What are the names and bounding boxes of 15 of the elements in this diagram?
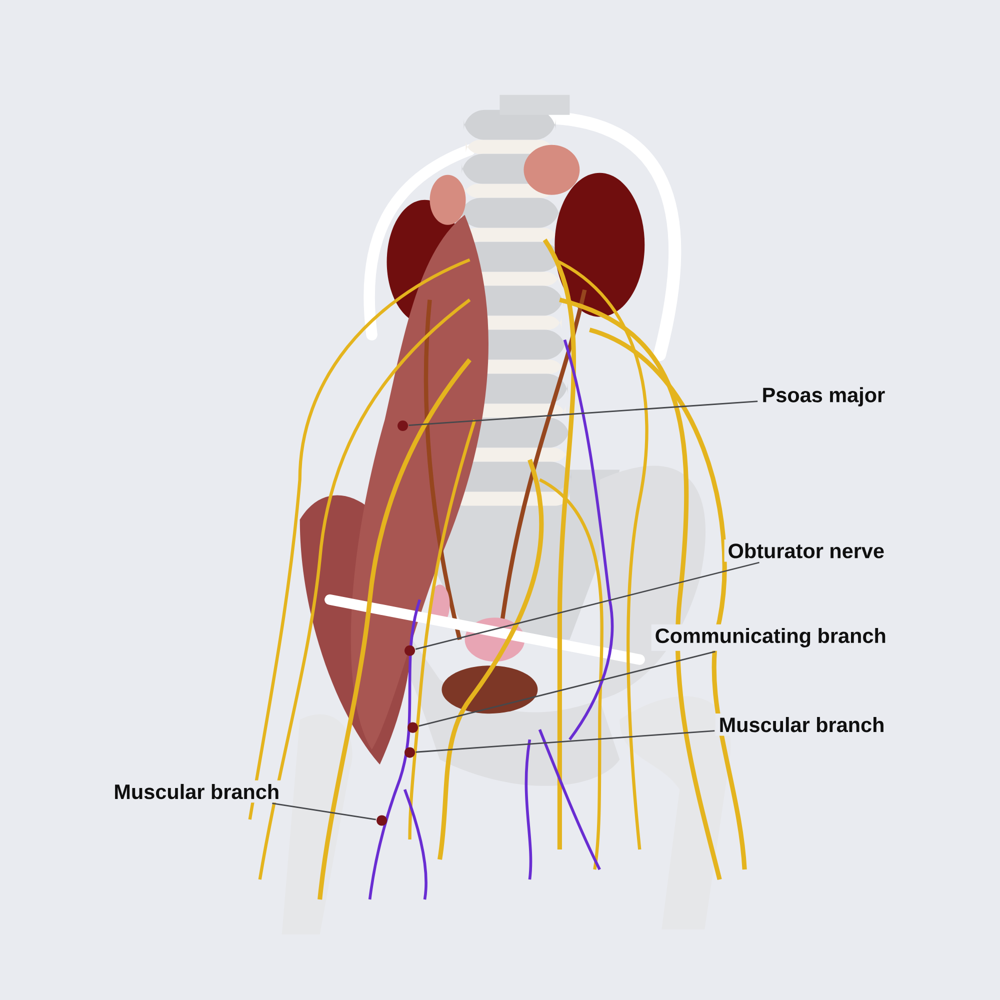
target-dot [398,420,408,432]
label: Obturator nerve [724,540,888,562]
label: Muscular branch [110,780,284,803]
leader-line [408,400,758,426]
leader-line [418,650,716,727]
leader-line [415,562,760,650]
target-dot [376,815,388,826]
target-dot [404,747,416,758]
label: Communicating branch [651,624,890,651]
leader-line [272,802,376,820]
target-dot [404,645,416,656]
label: Psoas major [758,384,889,410]
label: Muscular branch [715,713,888,736]
target-dot [408,722,418,733]
leader-line [416,730,715,753]
